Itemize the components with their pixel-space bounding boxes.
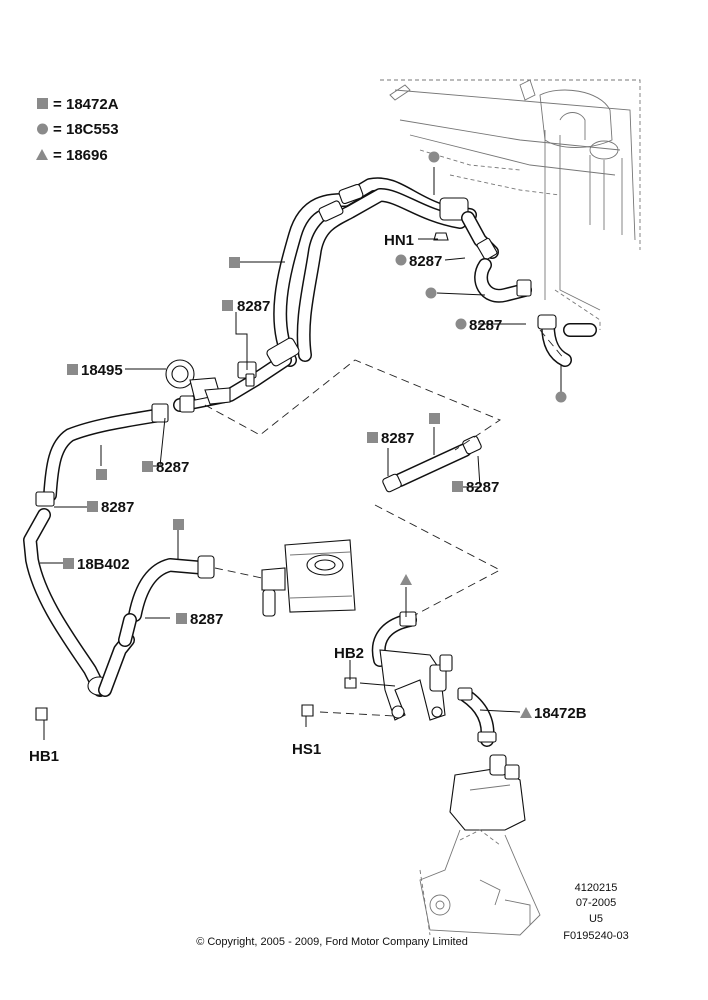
callout-8287-h: 8287: [466, 479, 499, 496]
marker-square-8287-h: [452, 481, 463, 492]
leader-lines: [40, 167, 562, 740]
upper-coolant-hose: [273, 177, 597, 367]
ref-number: 4120215: [575, 882, 618, 894]
thermostat-housing: [419, 754, 541, 936]
callout-hb1: HB1: [29, 748, 59, 765]
callout-hb2: HB2: [334, 645, 364, 662]
legend-triangle-marker: [36, 149, 48, 160]
fasteners: [35, 232, 449, 721]
legend-square-marker: [37, 98, 48, 109]
oil-cooler-assembly: [118, 539, 356, 647]
marker-square-upper-hose: [229, 257, 240, 268]
legend-square-prefix: =: [53, 96, 62, 113]
ref-engine-code: U5: [589, 913, 603, 925]
callout-hs1: HS1: [292, 741, 321, 758]
marker-circle-upper-hose: [428, 151, 440, 163]
marker-triangle-18472b: [520, 707, 532, 718]
legend-square-code: 18472A: [66, 96, 119, 113]
mid-hose-assembly: [23, 337, 300, 697]
legend-circle-prefix: =: [53, 121, 62, 138]
marker-circle-8287-c: [455, 318, 467, 330]
marker-circle-8287-b: [395, 254, 407, 266]
callout-18495: 18495: [81, 362, 123, 379]
callout-8287-e: 8287: [101, 499, 134, 516]
footer: 4120215 07-2005 U5 F0195240-03 © Copyrig…: [196, 882, 629, 948]
ref-figure-id: F0195240-03: [563, 930, 628, 942]
callout-8287-d: 8287: [156, 459, 189, 476]
legend-circle-marker: [37, 123, 48, 135]
marker-square-mid-hose: [96, 469, 107, 480]
marker-square-18b402: [63, 558, 74, 569]
callout-18472b: 18472B: [534, 705, 587, 722]
callout-markers: [63, 151, 567, 718]
callout-8287-g: 8287: [381, 430, 414, 447]
callout-8287-b: 8287: [409, 253, 442, 270]
lower-right-assembly: [319, 611, 497, 747]
marker-circle-lower-elbow: [555, 391, 567, 403]
callout-hn1: HN1: [384, 232, 414, 249]
legend-circle-code: 18C553: [66, 121, 119, 138]
callout-8287-a: 8287: [237, 298, 270, 315]
copyright-notice: © Copyright, 2005 - 2009, Ford Motor Com…: [196, 936, 468, 948]
marker-circle-hose-loop: [425, 287, 437, 299]
hn1-nut-icon: [433, 232, 449, 241]
hb1-bolt-icon: [35, 707, 48, 721]
marker-triangle-lower-hose: [400, 574, 412, 585]
hb2-bolt-icon: [344, 677, 357, 689]
legend: = 18472A = 18C553 = 18696: [36, 96, 119, 164]
hs1-stud-icon: [301, 704, 314, 717]
callout-8287-f: 8287: [190, 611, 223, 628]
legend-triangle-prefix: =: [53, 147, 62, 164]
marker-square-8287-g: [367, 432, 378, 443]
marker-square-bypass-hose: [429, 413, 440, 424]
connection-lines: [204, 329, 566, 616]
marker-square-8287-d: [142, 461, 153, 472]
marker-square-8287-f: [176, 613, 187, 624]
marker-square-18495: [67, 364, 78, 375]
legend-triangle-code: 18696: [66, 147, 108, 164]
callout-18b402: 18B402: [77, 556, 130, 573]
ref-date: 07-2005: [576, 897, 616, 909]
callout-labels: HN1 8287 8287 8287 18495 8287 8287 18B40…: [29, 232, 587, 765]
marker-square-8287-a: [222, 300, 233, 311]
bypass-hose-short: [382, 435, 482, 493]
marker-square-cooler-hose: [173, 519, 184, 530]
callout-8287-c: 8287: [469, 317, 502, 334]
marker-square-8287-e: [87, 501, 98, 512]
